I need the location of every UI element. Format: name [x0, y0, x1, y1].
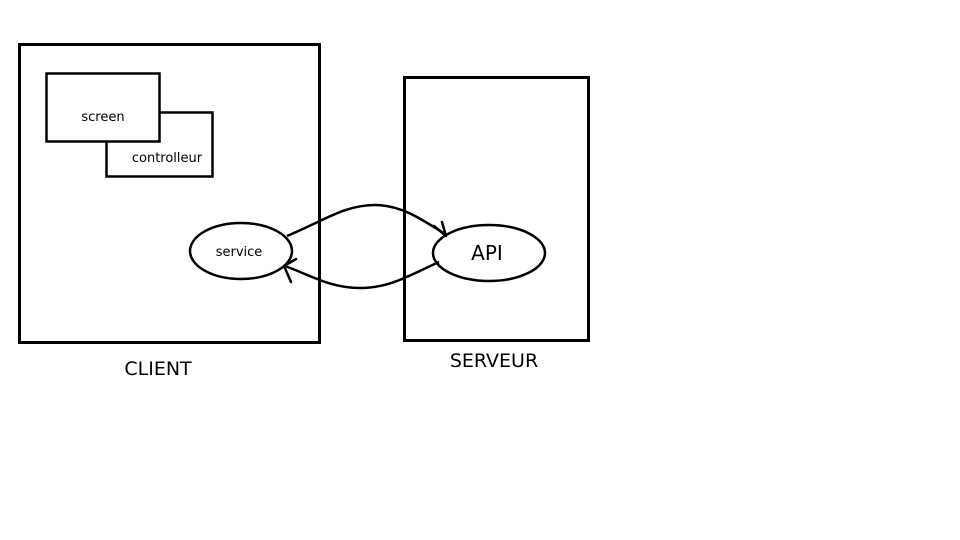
request-arrow: [286, 203, 446, 238]
request-arrowhead: [432, 220, 448, 238]
service-label: service: [216, 245, 263, 260]
controlleur-label: controlleur: [132, 151, 203, 166]
service-node: [188, 221, 294, 281]
response-arrow: [284, 260, 440, 290]
client-label: CLIENT: [124, 358, 192, 380]
screen-box: [45, 72, 161, 143]
api-label: API: [471, 241, 503, 265]
screen-label: screen: [81, 110, 124, 125]
client-box: [18, 43, 321, 344]
serveur-label: SERVEUR: [450, 350, 538, 372]
serveur-box: [403, 76, 590, 342]
response-arrowhead: [282, 257, 298, 284]
api-node: [431, 223, 547, 283]
